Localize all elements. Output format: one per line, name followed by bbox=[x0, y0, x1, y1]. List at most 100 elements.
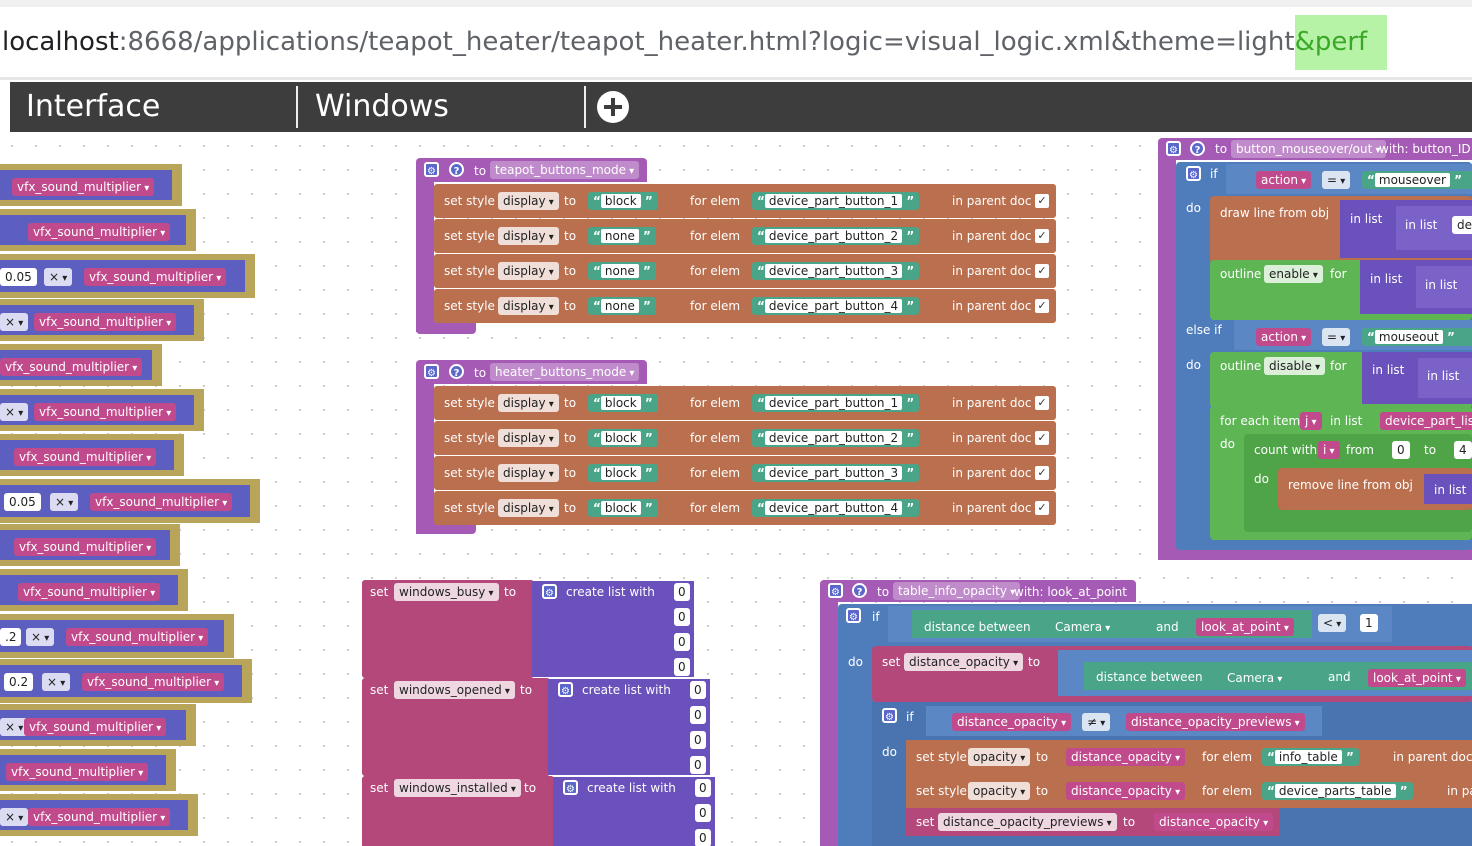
string-block[interactable]: device_part_button_3 bbox=[752, 464, 920, 482]
camera-dropdown[interactable]: Camera bbox=[1222, 669, 1288, 687]
list-item-value[interactable]: 0 bbox=[690, 731, 706, 749]
gear-icon[interactable]: ⚙ bbox=[846, 608, 861, 623]
opacity-dropdown[interactable]: opacity bbox=[968, 748, 1031, 766]
var-dropdown[interactable]: vfx_sound_multiplier bbox=[6, 763, 149, 781]
help-icon[interactable]: ? bbox=[1190, 141, 1205, 156]
display-dropdown[interactable]: display bbox=[498, 429, 559, 447]
var-dropdown[interactable]: vfx_sound_multiplier bbox=[90, 493, 233, 511]
operator-dropdown[interactable]: × bbox=[42, 673, 71, 691]
mouseover-text[interactable]: mouseover bbox=[1374, 173, 1450, 187]
operator-dropdown[interactable]: × bbox=[0, 403, 29, 421]
var-dropdown[interactable]: vfx_sound_multiplier bbox=[84, 268, 227, 286]
string-block[interactable]: block bbox=[588, 394, 658, 412]
display-value[interactable]: none bbox=[600, 229, 639, 243]
string-block[interactable]: block bbox=[588, 464, 658, 482]
number-input[interactable]: 1 bbox=[1360, 614, 1378, 632]
number-input[interactable]: 0.05 bbox=[4, 493, 41, 511]
gear-icon[interactable]: ⚙ bbox=[1166, 141, 1181, 156]
action-dropdown[interactable]: action bbox=[1256, 328, 1312, 346]
action-dropdown[interactable]: action bbox=[1256, 171, 1312, 189]
display-value[interactable]: block bbox=[600, 396, 641, 410]
var-dropdown[interactable]: distance_opacity bbox=[904, 653, 1024, 671]
display-dropdown[interactable]: display bbox=[498, 262, 559, 280]
operator-dropdown[interactable]: × bbox=[0, 718, 29, 736]
list-item-value[interactable]: 0 bbox=[690, 681, 706, 699]
help-icon[interactable]: ? bbox=[449, 162, 464, 177]
display-value[interactable]: block bbox=[600, 466, 641, 480]
list-item-value[interactable]: 0 bbox=[695, 804, 711, 822]
lt-dropdown[interactable]: < bbox=[1318, 614, 1347, 632]
list-item-value[interactable]: 0 bbox=[674, 608, 690, 626]
enable-dropdown[interactable]: enable bbox=[1264, 265, 1323, 283]
number-input[interactable]: 0.05 bbox=[0, 268, 37, 286]
number-input[interactable]: .2 bbox=[0, 628, 22, 646]
list-item-value[interactable]: 0 bbox=[690, 756, 706, 774]
in-list-block[interactable] bbox=[1424, 474, 1472, 504]
function-name[interactable]: button_mouseover/out bbox=[1231, 140, 1386, 158]
var-dropdown[interactable]: distance_opacity bbox=[1066, 782, 1186, 800]
checkbox[interactable]: ✓ bbox=[1035, 431, 1049, 445]
checkbox[interactable]: ✓ bbox=[1035, 264, 1049, 278]
var-dropdown[interactable]: vfx_sound_multiplier bbox=[28, 808, 171, 826]
list-item-value[interactable]: 0 bbox=[690, 706, 706, 724]
var-dropdown[interactable]: vfx_sound_multiplier bbox=[34, 313, 177, 331]
string-block[interactable]: device_part_button_1 bbox=[752, 394, 920, 412]
display-dropdown[interactable]: display bbox=[498, 464, 559, 482]
var-dropdown[interactable]: vfx_sound_multiplier bbox=[14, 448, 157, 466]
var-dropdown[interactable]: vfx_sound_multiplier bbox=[34, 403, 177, 421]
string-block[interactable]: block bbox=[588, 192, 658, 210]
operator-dropdown[interactable]: × bbox=[50, 493, 79, 511]
var-dropdown[interactable]: windows_busy bbox=[394, 583, 499, 601]
string-block[interactable]: none bbox=[588, 297, 656, 315]
to-value[interactable]: 4 bbox=[1454, 441, 1472, 459]
element-id[interactable]: device_part_button_2 bbox=[764, 431, 903, 445]
display-value[interactable]: block bbox=[600, 501, 641, 515]
look-dropdown[interactable]: look_at_point bbox=[1368, 669, 1466, 687]
string-block[interactable]: none bbox=[588, 262, 656, 280]
var-dropdown[interactable]: vfx_sound_multiplier bbox=[18, 583, 161, 601]
var-dropdown[interactable]: distance_opacity_previews bbox=[1126, 713, 1305, 731]
element-id[interactable]: device_part_button_2 bbox=[764, 229, 903, 243]
mouseout-text[interactable]: mouseout bbox=[1374, 330, 1443, 344]
create-list-block[interactable] bbox=[532, 581, 694, 677]
var-dropdown[interactable]: windows_installed bbox=[394, 779, 521, 797]
gear-icon[interactable]: ⚙ bbox=[563, 780, 578, 795]
checkbox[interactable]: ✓ bbox=[1035, 396, 1049, 410]
device-parts-table-text[interactable]: device_parts_table bbox=[1274, 784, 1396, 798]
element-id[interactable]: device_part_button_4 bbox=[764, 501, 903, 515]
element-id[interactable]: device_part_button_4 bbox=[764, 299, 903, 313]
camera-dropdown[interactable]: Camera bbox=[1050, 618, 1116, 636]
list-item-value[interactable]: 0 bbox=[674, 658, 690, 676]
var-dropdown[interactable]: distance_opacity bbox=[1154, 813, 1274, 831]
checkbox[interactable]: ✓ bbox=[1035, 229, 1049, 243]
display-dropdown[interactable]: display bbox=[498, 192, 559, 210]
display-value[interactable]: none bbox=[600, 264, 639, 278]
gear-icon[interactable]: ⚙ bbox=[882, 708, 897, 723]
string-block[interactable]: device_part_button_2 bbox=[752, 227, 920, 245]
checkbox[interactable]: ✓ bbox=[1035, 501, 1049, 515]
checkbox[interactable]: ✓ bbox=[1035, 299, 1049, 313]
url-text[interactable]: localhost:8668/applications/teapot_heate… bbox=[2, 15, 1388, 70]
gear-icon[interactable]: ⚙ bbox=[424, 162, 439, 177]
var-dropdown[interactable]: distance_opacity_previews bbox=[938, 813, 1117, 831]
address-bar[interactable]: localhost:8668/applications/teapot_heate… bbox=[0, 0, 1472, 80]
var-dropdown[interactable]: vfx_sound_multiplier bbox=[12, 178, 155, 196]
checkbox[interactable]: ✓ bbox=[1035, 194, 1049, 208]
gear-icon[interactable]: ⚙ bbox=[1186, 166, 1201, 181]
var-dropdown[interactable]: vfx_sound_multiplier bbox=[24, 718, 167, 736]
string-block[interactable]: device_part_button_4 bbox=[752, 499, 920, 517]
in-list-block[interactable] bbox=[1418, 358, 1472, 398]
in-list-block[interactable] bbox=[1416, 266, 1472, 308]
i-dropdown[interactable]: i bbox=[1318, 441, 1340, 459]
var-dropdown[interactable]: vfx_sound_multiplier bbox=[28, 223, 171, 241]
display-dropdown[interactable]: display bbox=[498, 227, 559, 245]
var-dropdown[interactable]: distance_opacity bbox=[1066, 748, 1186, 766]
eq-dropdown[interactable]: = bbox=[1322, 171, 1351, 189]
gear-icon[interactable]: ⚙ bbox=[558, 682, 573, 697]
j-dropdown[interactable]: j bbox=[1300, 412, 1322, 430]
var-dropdown[interactable]: distance_opacity bbox=[952, 713, 1072, 731]
string-block[interactable]: block bbox=[588, 429, 658, 447]
operator-dropdown[interactable]: × bbox=[0, 313, 29, 331]
element-id[interactable]: device_part_button_1 bbox=[764, 396, 903, 410]
list-item-value[interactable]: 0 bbox=[674, 583, 690, 601]
